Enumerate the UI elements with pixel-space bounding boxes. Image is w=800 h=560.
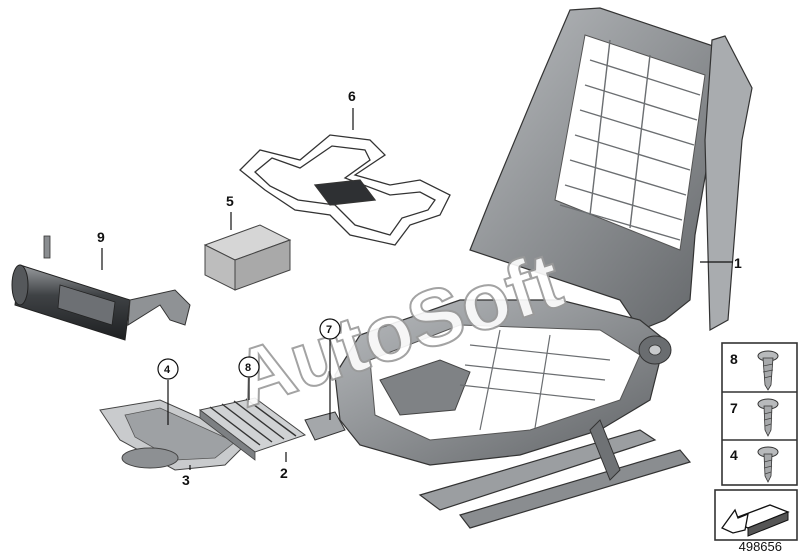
callout-6: 6 xyxy=(348,88,356,104)
svg-text:7: 7 xyxy=(326,324,332,336)
screw-label-4: 4 xyxy=(730,447,738,463)
screw-label-8: 8 xyxy=(730,351,738,367)
control-box xyxy=(203,224,292,291)
callout-7: 7 xyxy=(319,318,341,340)
rail-slider xyxy=(304,411,346,441)
callout-9: 9 xyxy=(97,229,105,245)
arrow-icon xyxy=(721,504,790,537)
callout-1: 1 xyxy=(734,255,742,271)
screw-7-icon xyxy=(757,398,779,437)
side-bolster-unit xyxy=(11,235,191,341)
screw-panel: 8 7 4 xyxy=(714,342,798,541)
seat-module xyxy=(198,397,307,461)
heating-mat xyxy=(239,134,451,246)
leader-lines xyxy=(101,108,733,470)
callout-2: 2 xyxy=(280,465,288,481)
callout-4: 4 xyxy=(157,358,179,380)
svg-text:8: 8 xyxy=(245,362,251,374)
svg-text:4: 4 xyxy=(164,364,171,376)
screw-8-icon xyxy=(757,350,779,391)
callout-8: 8 xyxy=(238,356,260,378)
screw-label-7: 7 xyxy=(730,400,738,416)
seat-frame xyxy=(334,7,753,529)
screw-4-icon xyxy=(757,446,779,483)
seat-tray xyxy=(99,399,251,471)
reference-number: 498656 xyxy=(738,539,782,554)
callout-5: 5 xyxy=(226,193,234,209)
callout-3: 3 xyxy=(182,472,190,488)
